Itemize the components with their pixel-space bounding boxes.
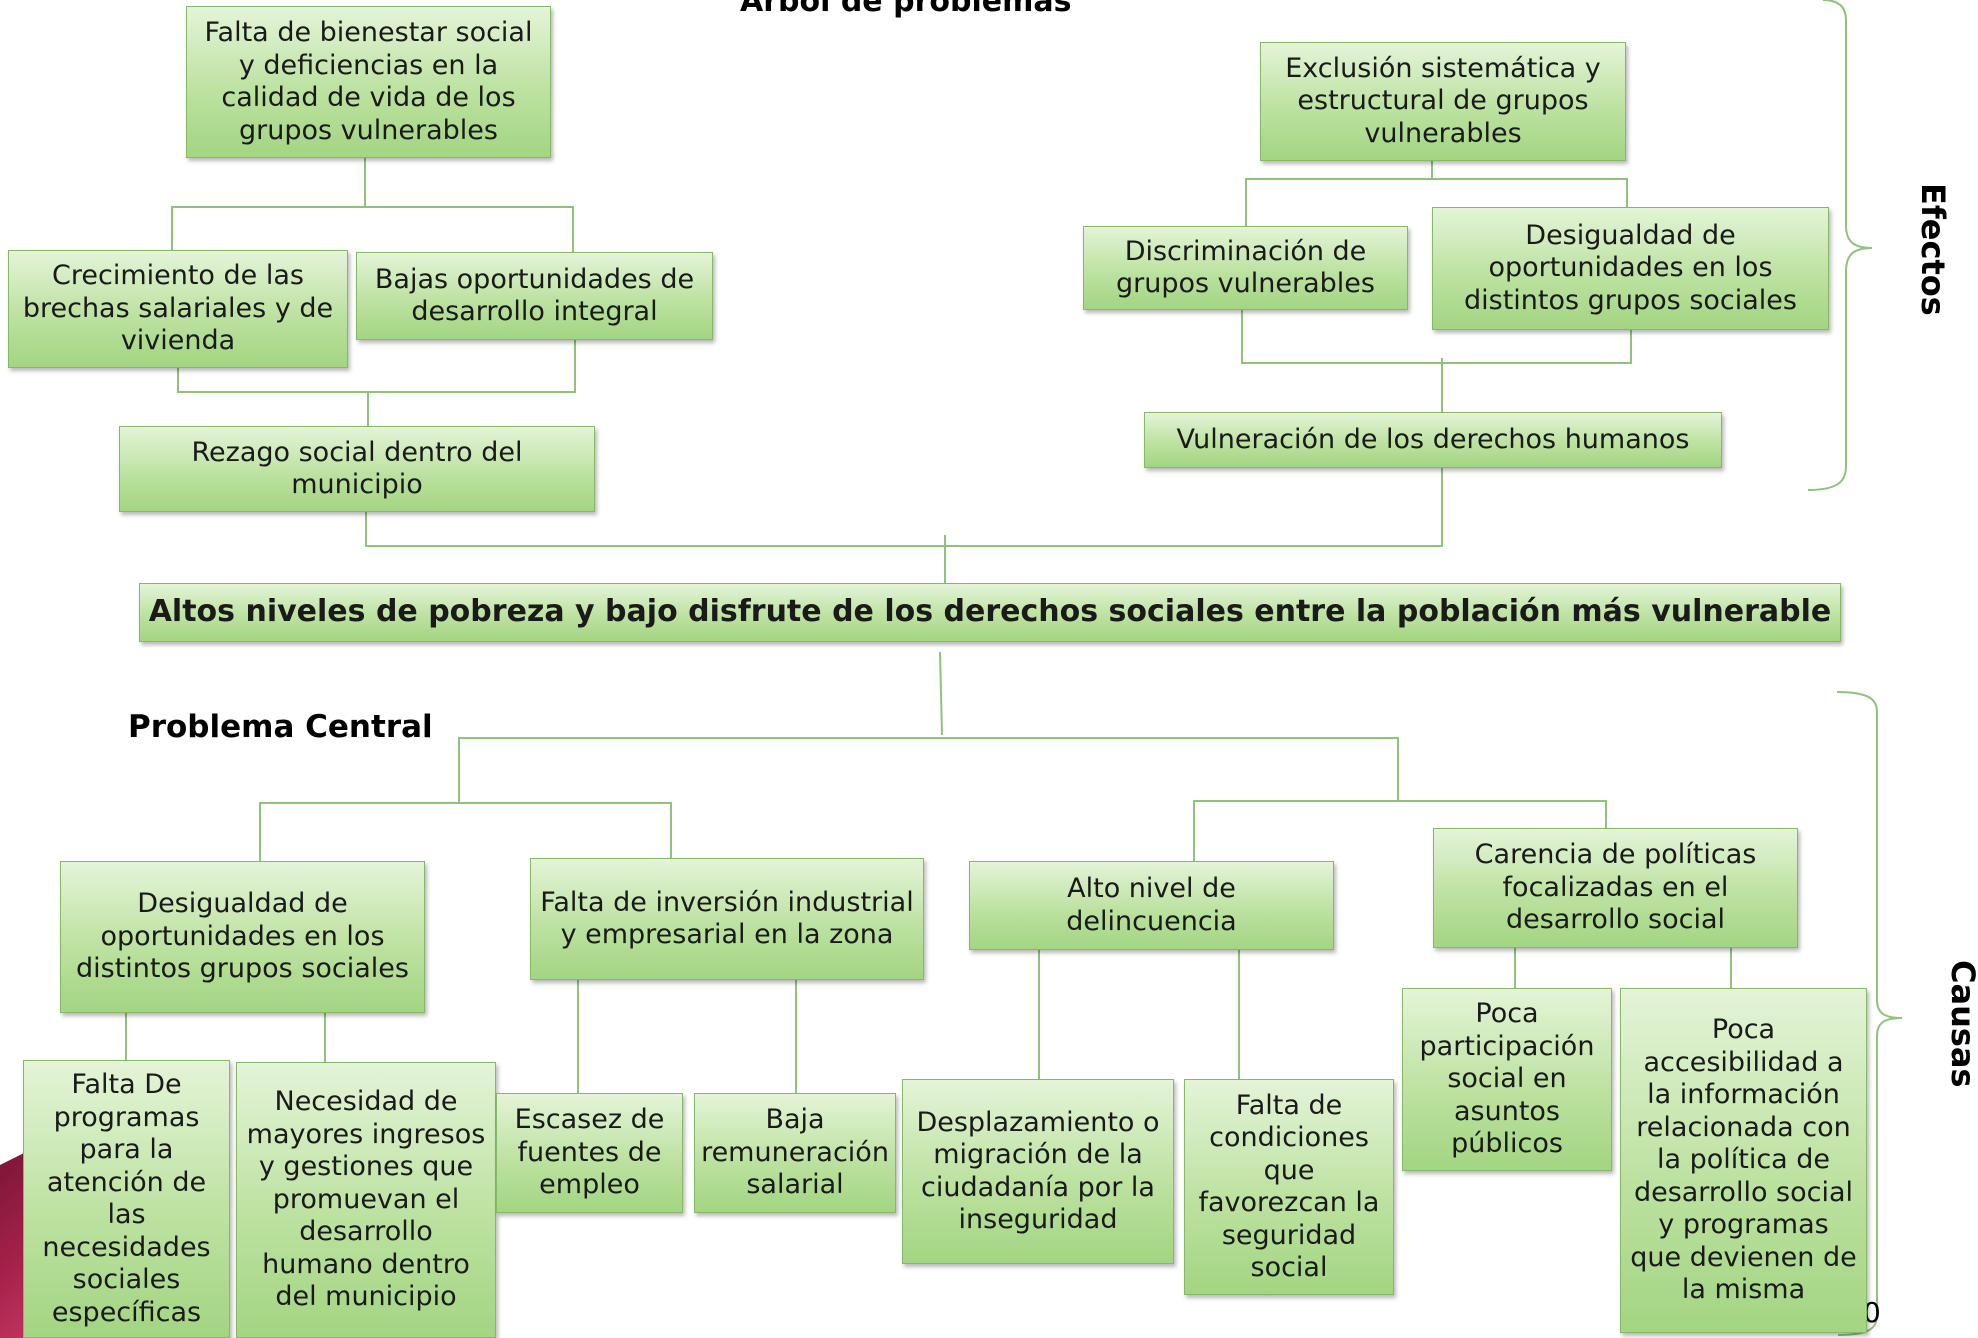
box-text: Bajas oportunidades de desarrollo integr… [374, 263, 695, 328]
connector-line [177, 340, 576, 393]
cause-desigualdad: Desigualdad de oportunidades en los dist… [60, 861, 425, 1013]
cause-baja-remuneracion: Baja remuneración salarial [694, 1093, 896, 1213]
cause-poca-participacion: Poca participación social en asuntos púb… [1402, 988, 1612, 1171]
cause-carencia-politicas: Carencia de políticas focalizadas en el … [1433, 828, 1798, 948]
effect-vulneracion: Vulneración de los derechos humanos [1144, 412, 1722, 468]
box-text: Necesidad de mayores ingresos y gestione… [246, 1086, 486, 1313]
connector-line [171, 206, 574, 252]
box-text: Poca accesibilidad a la información rela… [1630, 1014, 1857, 1306]
effect-rezago-social: Rezago social dentro del municipio [119, 426, 595, 512]
box-text: Desplazamiento o migración de la ciudada… [916, 1106, 1160, 1236]
effect-exclusion: Exclusión sistemática y estructural de g… [1260, 42, 1626, 161]
box-text: Crecimiento de las brechas salariales y … [22, 260, 334, 357]
effect-bajas-oportunidades: Bajas oportunidades de desarrollo integr… [356, 252, 713, 340]
box-text: Baja remuneración salarial [701, 1104, 889, 1201]
connector-line [365, 465, 1443, 547]
page-number: 0 [1863, 1296, 1881, 1329]
box-text: Falta de inversión industrial y empresar… [540, 886, 914, 951]
cause-escasez-empleo: Escasez de fuentes de empleo [496, 1093, 683, 1213]
box-text: Carencia de políticas focalizadas en el … [1474, 839, 1757, 936]
box-text: Falta de condiciones que favorezcan la s… [1198, 1089, 1380, 1284]
box-text: Falta de bienestar social y deficiencias… [204, 17, 533, 146]
central-problem-text: Altos niveles de pobreza y bajo disfrute… [148, 594, 1832, 630]
causes-label: Causas [1944, 960, 1978, 1088]
central-problem-label: Problema Central [128, 709, 433, 745]
connector-line [939, 651, 943, 736]
connector-line [259, 802, 672, 861]
connector-line [458, 737, 1399, 803]
cause-delincuencia: Alto nivel de delincuencia [969, 861, 1334, 950]
box-text: Desigualdad de oportunidades en los dist… [76, 888, 409, 985]
box-text: Alto nivel de delincuencia [1066, 873, 1237, 937]
connector-line [1241, 310, 1632, 364]
causes-brace [1836, 691, 1903, 1336]
effects-label: Efectos [1914, 183, 1952, 316]
box-text: Desigualdad de oportunidades en los dist… [1464, 219, 1797, 316]
box-text: Exclusión sistemática y estructural de g… [1285, 52, 1601, 149]
connector-line [1245, 178, 1628, 226]
cause-desplazamiento: Desplazamiento o migración de la ciudada… [902, 1079, 1174, 1264]
connector-line [1193, 800, 1607, 861]
box-text: Rezago social dentro del municipio [191, 436, 523, 501]
cause-poca-accesibilidad: Poca accesibilidad a la información rela… [1620, 988, 1867, 1333]
effect-crecimiento-brechas: Crecimiento de las brechas salariales y … [8, 250, 348, 368]
cause-falta-inversion: Falta de inversión industrial y empresar… [530, 858, 924, 980]
cause-necesidad-ingresos: Necesidad de mayores ingresos y gestione… [236, 1062, 496, 1338]
box-text: Discriminación de grupos vulnerables [1116, 235, 1375, 300]
effects-brace [1807, 0, 1873, 491]
cause-falta-condiciones: Falta de condiciones que favorezcan la s… [1184, 1079, 1394, 1295]
box-text: Poca participación social en asuntos púb… [1419, 998, 1595, 1160]
effect-desigualdad: Desigualdad de oportunidades en los dist… [1432, 207, 1829, 330]
diagram-title: Árbol de problemas [740, 0, 1072, 19]
box-text: Escasez de fuentes de empleo [514, 1104, 665, 1201]
effect-discriminacion: Discriminación de grupos vulnerables [1083, 226, 1408, 310]
cause-falta-programas: Falta De programas para la atención de l… [23, 1060, 230, 1338]
effect-falta-bienestar: Falta de bienestar social y deficiencias… [186, 6, 551, 158]
box-text: Vulneración de los derechos humanos [1176, 423, 1690, 455]
box-text: Falta De programas para la atención de l… [42, 1069, 211, 1328]
central-problem-box: Altos niveles de pobreza y bajo disfrute… [139, 583, 1841, 642]
